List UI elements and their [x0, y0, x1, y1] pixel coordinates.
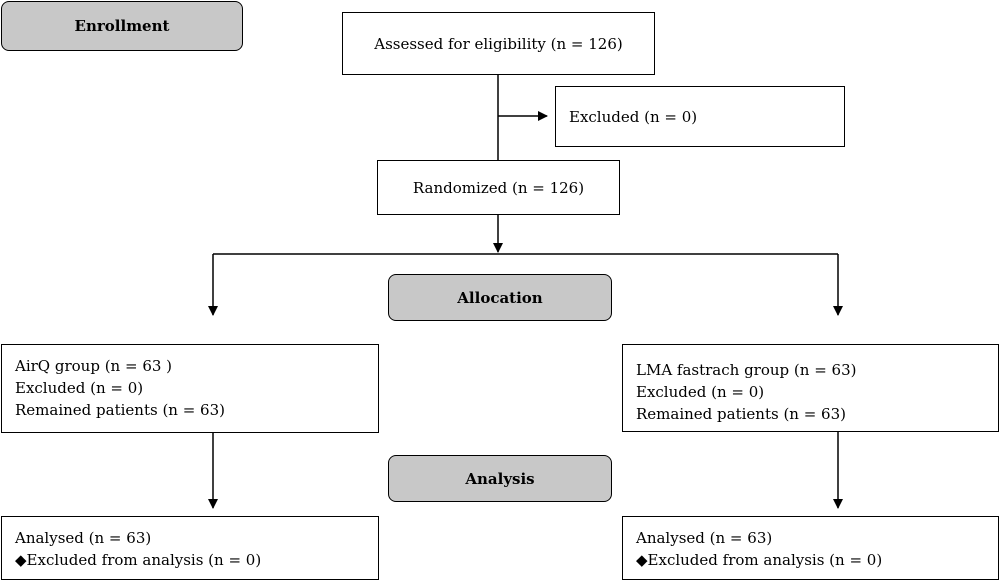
analysis-text: Analysis [465, 469, 535, 488]
left-allocation-excluded: Excluded (n = 0) [15, 379, 144, 397]
randomized-box: Randomized (n = 126) [377, 160, 620, 215]
analysis-label: Analysis [388, 455, 612, 502]
left-analysis-count: Analysed (n = 63) [15, 529, 152, 547]
left-analysis-box: Analysed (n = 63) ◆Excluded from analysi… [1, 516, 379, 580]
right-allocation-remained: Remained patients (n = 63) [636, 405, 846, 423]
excluded-text: Excluded (n = 0) [569, 107, 698, 126]
allocation-text: Allocation [457, 288, 543, 307]
right-analysis-count: Analysed (n = 63) [636, 529, 773, 547]
assessed-text: Assessed for eligibility (n = 126) [374, 34, 623, 53]
excluded-box: Excluded (n = 0) [555, 86, 845, 147]
left-allocation-remained: Remained patients (n = 63) [15, 401, 225, 419]
enrollment-label: Enrollment [1, 1, 243, 51]
left-analysis-excluded: ◆Excluded from analysis (n = 0) [15, 551, 262, 569]
enrollment-text: Enrollment [74, 17, 170, 35]
left-allocation-group: AirQ group (n = 63 ) [15, 357, 173, 375]
randomized-text: Randomized (n = 126) [412, 178, 585, 197]
right-allocation-excluded: Excluded (n = 0) [636, 383, 765, 401]
right-analysis-box: Analysed (n = 63) ◆Excluded from analysi… [622, 516, 999, 580]
assessed-box: Assessed for eligibility (n = 126) [342, 12, 655, 75]
right-allocation-box: LMA fastrach group (n = 63) Excluded (n … [622, 344, 999, 432]
right-analysis-excluded: ◆Excluded from analysis (n = 0) [636, 551, 883, 569]
allocation-label: Allocation [388, 274, 612, 321]
right-allocation-group: LMA fastrach group (n = 63) [636, 361, 857, 379]
left-allocation-box: AirQ group (n = 63 ) Excluded (n = 0) Re… [1, 344, 379, 433]
